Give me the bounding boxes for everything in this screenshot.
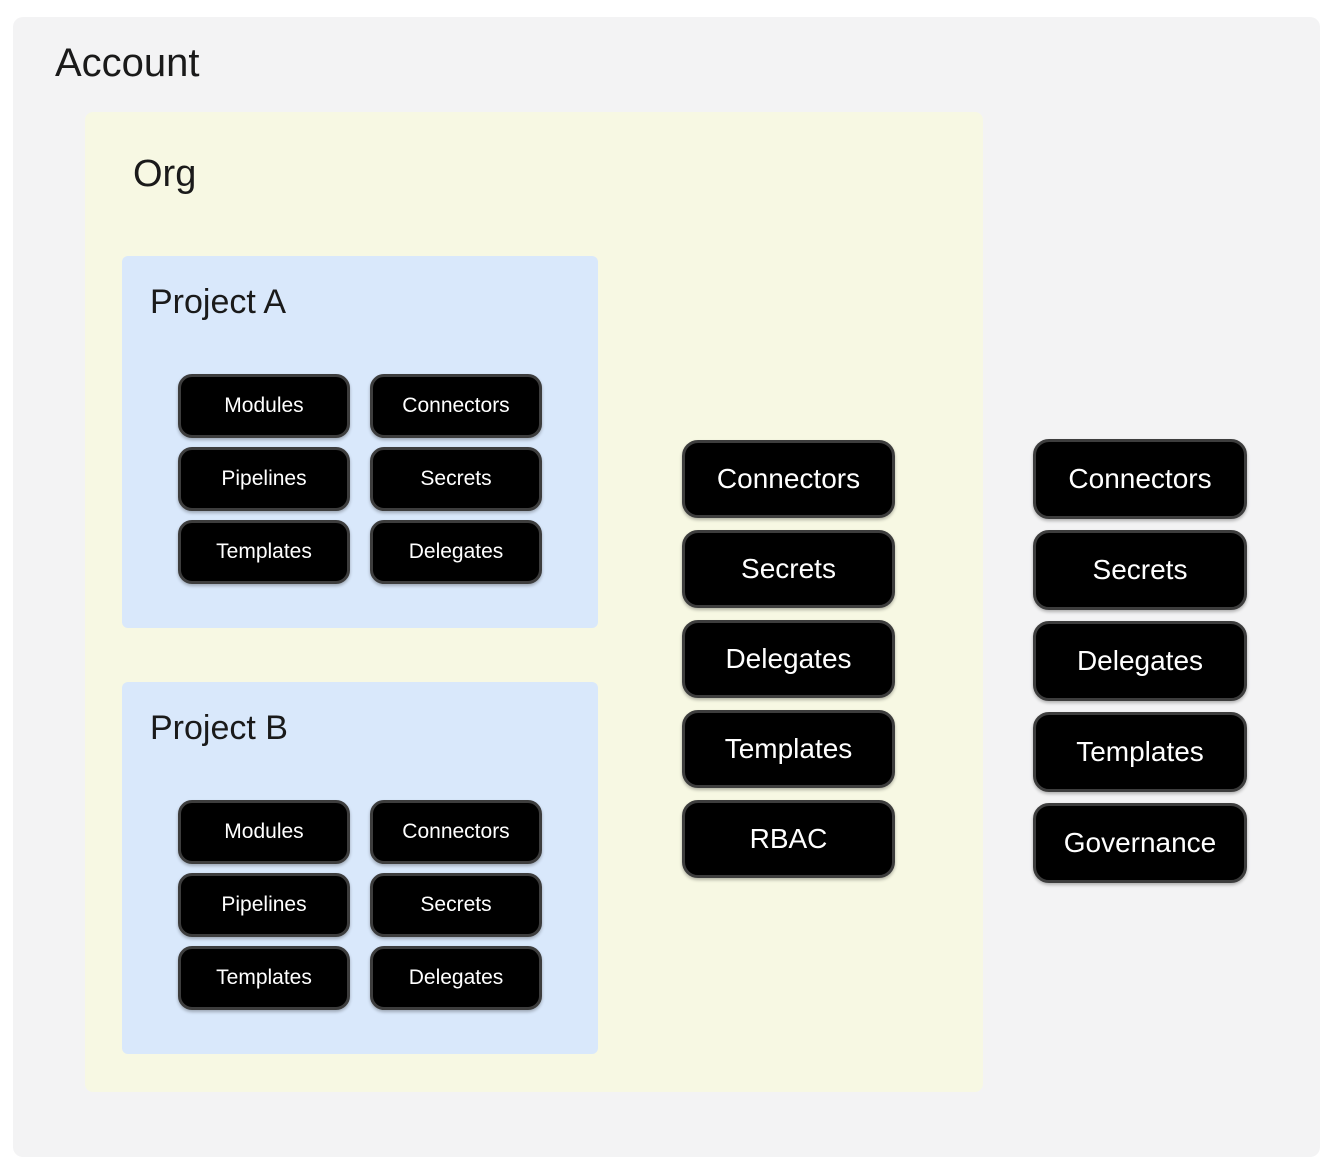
account-scope-box: Account Org Project A Modules Connectors…	[13, 17, 1320, 1157]
project-b-chip-grid: Modules Connectors Pipelines Secrets Tem…	[178, 800, 542, 1010]
project-a-chip-delegates: Delegates	[370, 520, 542, 584]
org-chip-column: Connectors Secrets Delegates Templates R…	[682, 440, 895, 890]
org-chip-templates: Templates	[682, 710, 895, 788]
account-chip-governance: Governance	[1033, 803, 1247, 883]
account-chip-delegates: Delegates	[1033, 621, 1247, 701]
project-a-chip-secrets: Secrets	[370, 447, 542, 511]
project-b-chip-delegates: Delegates	[370, 946, 542, 1010]
org-chip-secrets: Secrets	[682, 530, 895, 608]
account-chip-connectors: Connectors	[1033, 439, 1247, 519]
account-chip-templates: Templates	[1033, 712, 1247, 792]
project-a-chip-modules: Modules	[178, 374, 350, 438]
org-chip-rbac: RBAC	[682, 800, 895, 878]
project-a-chip-grid: Modules Connectors Pipelines Secrets Tem…	[178, 374, 542, 584]
org-scope-title: Org	[133, 153, 197, 195]
org-chip-connectors: Connectors	[682, 440, 895, 518]
project-b-chip-templates: Templates	[178, 946, 350, 1010]
project-b-chip-secrets: Secrets	[370, 873, 542, 937]
account-chip-column: Connectors Secrets Delegates Templates G…	[1033, 439, 1247, 894]
account-scope-title: Account	[55, 41, 200, 85]
project-b-chip-modules: Modules	[178, 800, 350, 864]
project-a-box: Project A Modules Connectors Pipelines S…	[122, 256, 598, 628]
project-a-title: Project A	[150, 283, 287, 321]
org-scope-box: Org Project A Modules Connectors Pipelin…	[85, 112, 983, 1092]
org-chip-delegates: Delegates	[682, 620, 895, 698]
account-chip-secrets: Secrets	[1033, 530, 1247, 610]
project-a-chip-templates: Templates	[178, 520, 350, 584]
project-a-chip-pipelines: Pipelines	[178, 447, 350, 511]
project-b-box: Project B Modules Connectors Pipelines S…	[122, 682, 598, 1054]
project-b-title: Project B	[150, 709, 288, 747]
project-b-chip-pipelines: Pipelines	[178, 873, 350, 937]
project-a-chip-connectors: Connectors	[370, 374, 542, 438]
project-b-chip-connectors: Connectors	[370, 800, 542, 864]
